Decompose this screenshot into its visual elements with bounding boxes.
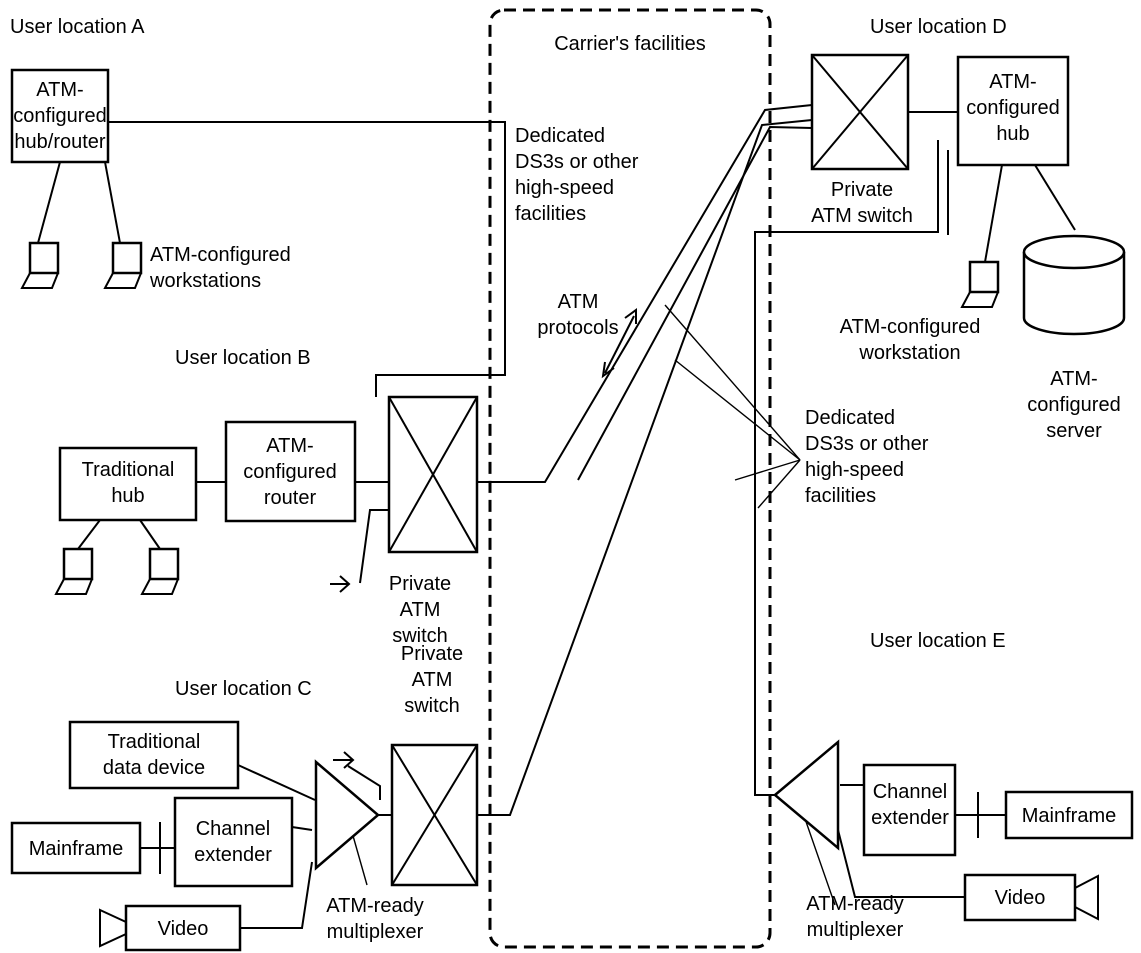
d-server-line-1: ATM- — [1050, 368, 1097, 390]
a-dedicated-line-3: high-speed — [515, 177, 614, 199]
user-location-a: User location A ATM- configured hub/rout… — [10, 16, 639, 292]
c-channel-extender-line-2: extender — [194, 844, 272, 866]
b-traditional-hub-line-2: hub — [111, 485, 144, 507]
e-channel-extender-line-1: Channel — [873, 781, 948, 803]
atm-protocols-arrow — [601, 308, 637, 379]
b-switch-line-3: switch — [392, 625, 448, 647]
user-location-e: User location E ATM-ready multiplexer Ch… — [773, 630, 1134, 941]
a-hub-router: ATM- configured hub/router — [10, 68, 110, 164]
c-switch-line-1: Private — [401, 643, 463, 665]
d-server-line-2: configured — [1027, 394, 1120, 416]
location-b-title: User location B — [175, 347, 311, 369]
b-traditional-hub: Traditional hub — [58, 446, 198, 522]
d-hub-line-3: hub — [996, 123, 1029, 145]
d-workstation-line-2: workstation — [858, 342, 960, 364]
user-location-b: User location B Traditional hub ATM- con… — [54, 347, 479, 647]
c-mux-line-2: multiplexer — [327, 921, 424, 943]
atm-protocols-line-2: protocols — [537, 317, 618, 339]
b-router-line-1: ATM- — [266, 435, 313, 457]
d-switch-line-2: ATM switch — [811, 205, 913, 227]
c-private-atm-switch — [390, 743, 479, 887]
c-traditional-device-line-2: data device — [103, 757, 205, 779]
b-router-line-3: router — [264, 487, 317, 509]
a-workstation-2 — [103, 241, 143, 289]
a-hub-router-line-1: ATM- — [36, 79, 83, 101]
d-workstation — [960, 260, 1000, 308]
b-router-line-2: configured — [243, 461, 336, 483]
connections — [37, 104, 1076, 929]
e-channel-extender-line-2: extender — [871, 807, 949, 829]
location-a-title: User location A — [10, 16, 145, 38]
c-mainframe: Mainframe — [10, 821, 142, 875]
e-mux-line-1: ATM-ready — [806, 893, 903, 915]
user-location-c: User location C Traditional data device … — [10, 643, 479, 952]
d-hub-line-2: configured — [966, 97, 1059, 119]
c-mainframe-label: Mainframe — [29, 838, 123, 860]
user-location-d: User location D Private ATM switch ATM- … — [805, 16, 1126, 507]
a-workstations-label-2: workstations — [149, 270, 261, 292]
b-switch-line-2: ATM — [400, 599, 441, 621]
c-video-label: Video — [158, 918, 209, 940]
location-e-title: User location E — [870, 630, 1006, 652]
c-switch-line-2: ATM — [412, 669, 453, 691]
a-hub-router-line-3: hub/router — [14, 131, 106, 153]
c-traditional-data-device: Traditional data device — [68, 720, 240, 790]
d-dedicated-line-3: high-speed — [805, 459, 904, 481]
d-workstation-line-1: ATM-configured — [840, 316, 981, 338]
e-mainframe: Mainframe — [1004, 790, 1134, 840]
d-private-atm-switch — [810, 53, 910, 171]
d-dedicated-facilities-label: Dedicated DS3s or other high-speed facil… — [805, 407, 929, 507]
c-channel-extender-line-1: Channel — [196, 818, 271, 840]
a-dedicated-facilities-label: Dedicated DS3s or other high-speed facil… — [515, 125, 639, 225]
c-video: Video — [99, 904, 242, 952]
d-dedicated-line-2: DS3s or other — [805, 433, 929, 455]
c-atm-ready-multiplexer — [314, 759, 380, 871]
atm-protocols-label: ATM protocols — [537, 291, 618, 339]
atm-protocols-line-1: ATM — [558, 291, 599, 313]
e-atm-ready-multiplexer — [773, 739, 840, 851]
a-hub-router-line-2: configured — [13, 105, 106, 127]
e-mainframe-label: Mainframe — [1022, 805, 1116, 827]
c-switch-line-3: switch — [404, 695, 460, 717]
b-traditional-hub-line-1: Traditional — [82, 459, 175, 481]
c-traditional-device-line-1: Traditional — [108, 731, 201, 753]
b-private-atm-switch — [387, 395, 479, 554]
a-dedicated-line-4: facilities — [515, 203, 586, 225]
a-dedicated-line-1: Dedicated — [515, 125, 605, 147]
b-switch-line-1: Private — [389, 573, 451, 595]
e-mux-line-2: multiplexer — [807, 919, 904, 941]
b-workstation-1 — [54, 547, 94, 595]
location-d-title: User location D — [870, 16, 1007, 38]
d-server-line-3: server — [1046, 420, 1102, 442]
e-video: Video — [963, 873, 1099, 922]
d-dedicated-line-1: Dedicated — [805, 407, 895, 429]
e-channel-extender: Channel extender — [862, 763, 957, 857]
b-workstation-2 — [140, 547, 180, 595]
carrier-facilities-title: Carrier's facilities — [554, 33, 706, 55]
d-atm-hub: ATM- configured hub — [956, 55, 1070, 167]
a-workstation-1 — [20, 241, 60, 289]
b-atm-router: ATM- configured router — [224, 420, 357, 523]
a-workstations-label-1: ATM-configured — [150, 244, 291, 266]
carrier-facilities-region: Carrier's facilities — [488, 8, 772, 949]
e-video-label: Video — [995, 887, 1046, 909]
c-channel-extender: Channel extender — [173, 796, 294, 888]
a-dedicated-line-2: DS3s or other — [515, 151, 639, 173]
d-dedicated-line-4: facilities — [805, 485, 876, 507]
location-c-title: User location C — [175, 678, 312, 700]
d-hub-line-1: ATM- — [989, 71, 1036, 93]
d-server-cylinder — [1022, 234, 1126, 336]
c-mux-line-1: ATM-ready — [326, 895, 423, 917]
d-switch-line-1: Private — [831, 179, 893, 201]
